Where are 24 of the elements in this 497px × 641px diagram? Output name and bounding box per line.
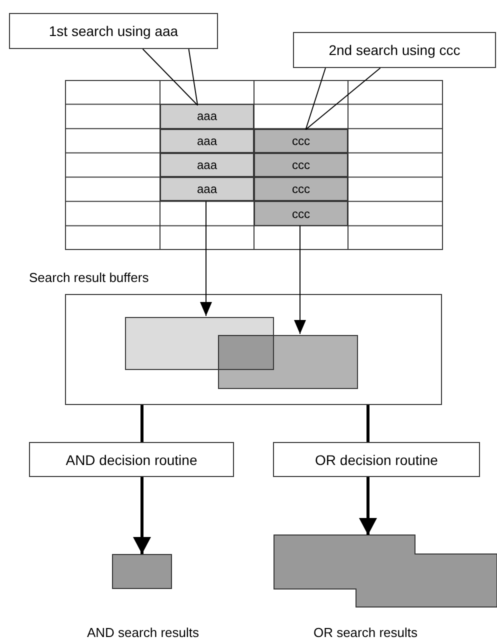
arrow	[359, 477, 377, 535]
table-cell: ccc	[254, 152, 348, 178]
arrow	[200, 200, 212, 316]
table-cell: aaa	[160, 177, 254, 202]
arrow	[294, 225, 306, 334]
buffer-rectangle	[218, 335, 358, 389]
table-cell: aaa	[160, 104, 254, 129]
callout-box: 1st search using aaa	[9, 13, 218, 49]
table-cell: ccc	[254, 128, 348, 153]
table-grid	[65, 80, 443, 250]
arrow	[133, 477, 151, 554]
callout-box: 2nd search using ccc	[293, 32, 496, 68]
table-cell: aaa	[160, 152, 254, 178]
process-box: OR decision routine	[273, 442, 480, 477]
result-caption: AND search results	[86, 625, 200, 640]
leader-line	[142, 48, 198, 106]
process-box: AND decision routine	[29, 442, 234, 477]
result-caption: OR search results	[312, 625, 419, 640]
table-cell: aaa	[160, 128, 254, 153]
section-heading: Search result buffers	[29, 270, 149, 285]
table-cell: ccc	[254, 201, 348, 226]
table-cell: ccc	[254, 177, 348, 202]
leader-line	[305, 68, 381, 130]
buffer-rectangle	[125, 317, 274, 370]
